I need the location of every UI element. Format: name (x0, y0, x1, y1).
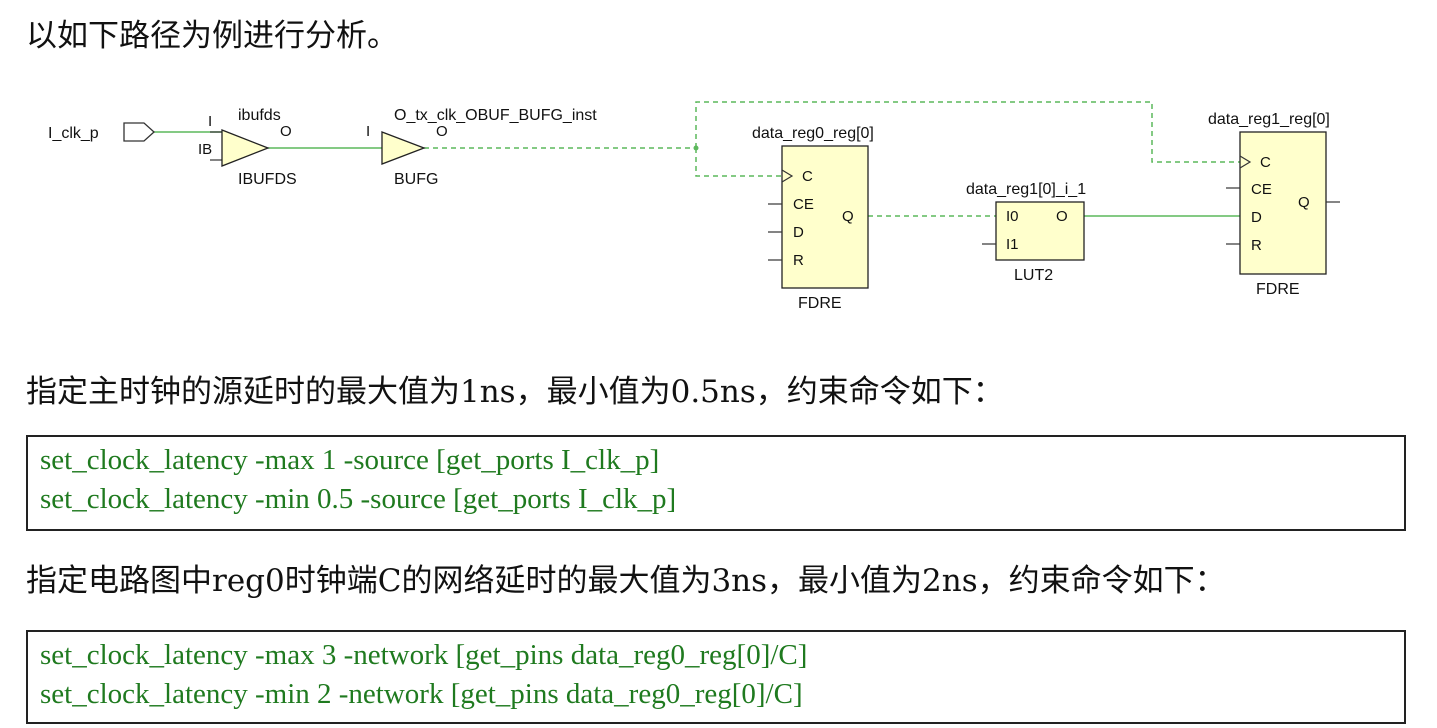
reg1-clock-marker (1239, 155, 1252, 169)
input-port: I_clk_p (48, 122, 155, 142)
schematic-diagram: I_clk_p ibufds I IB O IBUFDS O_tx_clk_OB… (48, 101, 1340, 312)
bufg-cell: O_tx_clk_OBUF_BUFG_inst I O BUFG (366, 107, 597, 188)
wire-clk-to-reg1-c (695, 101, 1240, 163)
reg1-pin-q: Q (1298, 194, 1310, 211)
reg0-instance-label: data_reg0_reg[0] (752, 125, 874, 142)
bufg-pin-o: O (436, 123, 448, 140)
reg0-type-label: FDRE (798, 295, 842, 312)
code-line: set_clock_latency -min 2 -network [get_p… (40, 678, 803, 710)
reg1-pin-r: R (1251, 237, 1262, 254)
reg0-pin-r: R (793, 252, 804, 269)
port-label: I_clk_p (48, 125, 99, 142)
bufg-pin-i: I (366, 123, 370, 140)
reg1-pin-d: D (1251, 209, 1262, 226)
reg1-instance-label: data_reg1_reg[0] (1208, 111, 1330, 128)
bufg-instance-label: O_tx_clk_OBUF_BUFG_inst (394, 107, 597, 124)
lut-cell: data_reg1[0]_i_1 I0 I1 O LUT2 (966, 181, 1086, 284)
reg0-box (781, 145, 869, 289)
bufg-type-label: BUFG (394, 171, 438, 188)
lut-type-label: LUT2 (1014, 267, 1053, 284)
reg1-cell: data_reg1_reg[0] C CE D R Q FDRE (1208, 111, 1340, 298)
ibufds-pin-o: O (280, 123, 292, 140)
code-block-source-latency: set_clock_latency -max 1 -source [get_po… (26, 435, 1406, 531)
wire-clk-to-reg0-c (695, 148, 782, 177)
lut-instance-label: data_reg1[0]_i_1 (966, 181, 1086, 198)
reg0-pin-ce: CE (793, 196, 814, 213)
lut-pin-i1: I1 (1006, 236, 1019, 253)
reg1-box (1239, 131, 1327, 275)
code-line: set_clock_latency -max 3 -network [get_p… (40, 639, 808, 671)
reg1-pin-ce: CE (1251, 181, 1272, 198)
ibufds-triangle (221, 129, 270, 167)
wires (154, 101, 1240, 217)
ibufds-instance-label: ibufds (238, 107, 281, 124)
reg0-pin-c: C (802, 168, 813, 185)
bufg-triangle (381, 131, 426, 165)
ibufds-pin-ib: IB (198, 141, 212, 158)
reg0-pin-q: Q (842, 208, 854, 225)
ibufds-cell: ibufds I IB O IBUFDS (198, 107, 297, 188)
reg1-pin-c: C (1260, 154, 1271, 171)
lut-pin-i0: I0 (1006, 208, 1019, 225)
reg1-type-label: FDRE (1256, 281, 1300, 298)
reg0-clock-marker (781, 169, 794, 183)
reg0-cell: data_reg0_reg[0] C CE D R Q FDRE (752, 125, 874, 312)
code-line: set_clock_latency -min 0.5 -source [get_… (40, 483, 677, 515)
section1-text: 指定主时钟的源延时的最大值为1ns，最小值为0.5ns，约束命令如下： (26, 374, 1004, 410)
lut-box (995, 201, 1085, 261)
code-line: set_clock_latency -max 1 -source [get_po… (40, 444, 660, 476)
port-symbol (123, 122, 155, 142)
ibufds-pin-i: I (208, 113, 212, 130)
section2-text: 指定电路图中reg0时钟端C的网络延时的最大值为3ns，最小值为2ns，约束命令… (26, 563, 1226, 599)
ibufds-type-label: IBUFDS (238, 171, 297, 188)
lut-pin-o: O (1056, 208, 1068, 225)
reg0-pin-d: D (793, 224, 804, 241)
code-block-network-latency: set_clock_latency -max 3 -network [get_p… (26, 630, 1406, 724)
intro-text: 以如下路径为例进行分析。 (26, 18, 398, 54)
